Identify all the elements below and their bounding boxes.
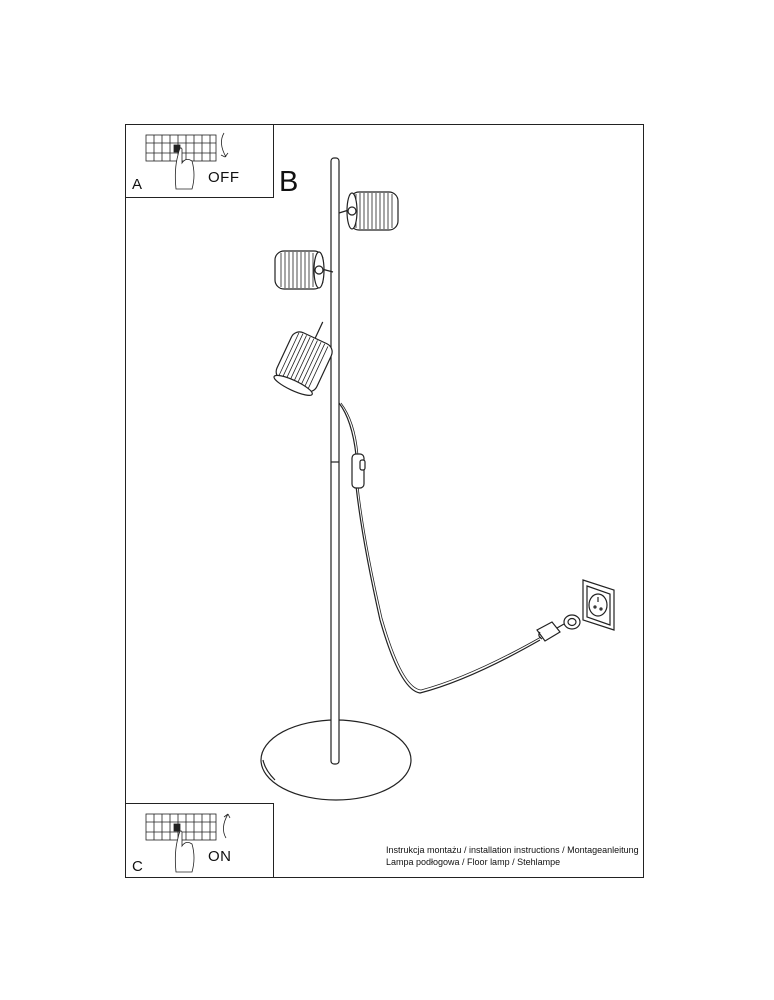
lamp-pole	[330, 157, 340, 765]
caption-line-1: Instrukcja montażu / installation instru…	[386, 845, 639, 855]
panel-a: A OFF	[125, 124, 274, 198]
panel-c-letter: C	[132, 858, 143, 875]
lamp-shade-top	[338, 191, 399, 231]
panel-c-switch-label: ON	[208, 848, 232, 865]
wall-socket	[582, 579, 615, 631]
power-plug	[536, 621, 565, 642]
power-cable	[338, 402, 541, 694]
panel-b-letter: B	[279, 166, 299, 198]
page-frame	[125, 124, 644, 878]
panel-a-letter: A	[132, 176, 143, 193]
cable-switch	[351, 453, 365, 489]
caption-line-2: Lampa podłogowa / Floor lamp / Stehlampe	[386, 857, 561, 867]
panel-c: C ON	[125, 803, 274, 878]
lamp-shade-lower	[273, 321, 333, 396]
panel-a-switch-label: OFF	[208, 169, 240, 186]
lamp-shade-middle	[274, 250, 334, 290]
breaker-box-off-icon	[145, 132, 229, 190]
breaker-box-on-icon	[145, 813, 231, 873]
plug-adapter	[563, 614, 581, 630]
